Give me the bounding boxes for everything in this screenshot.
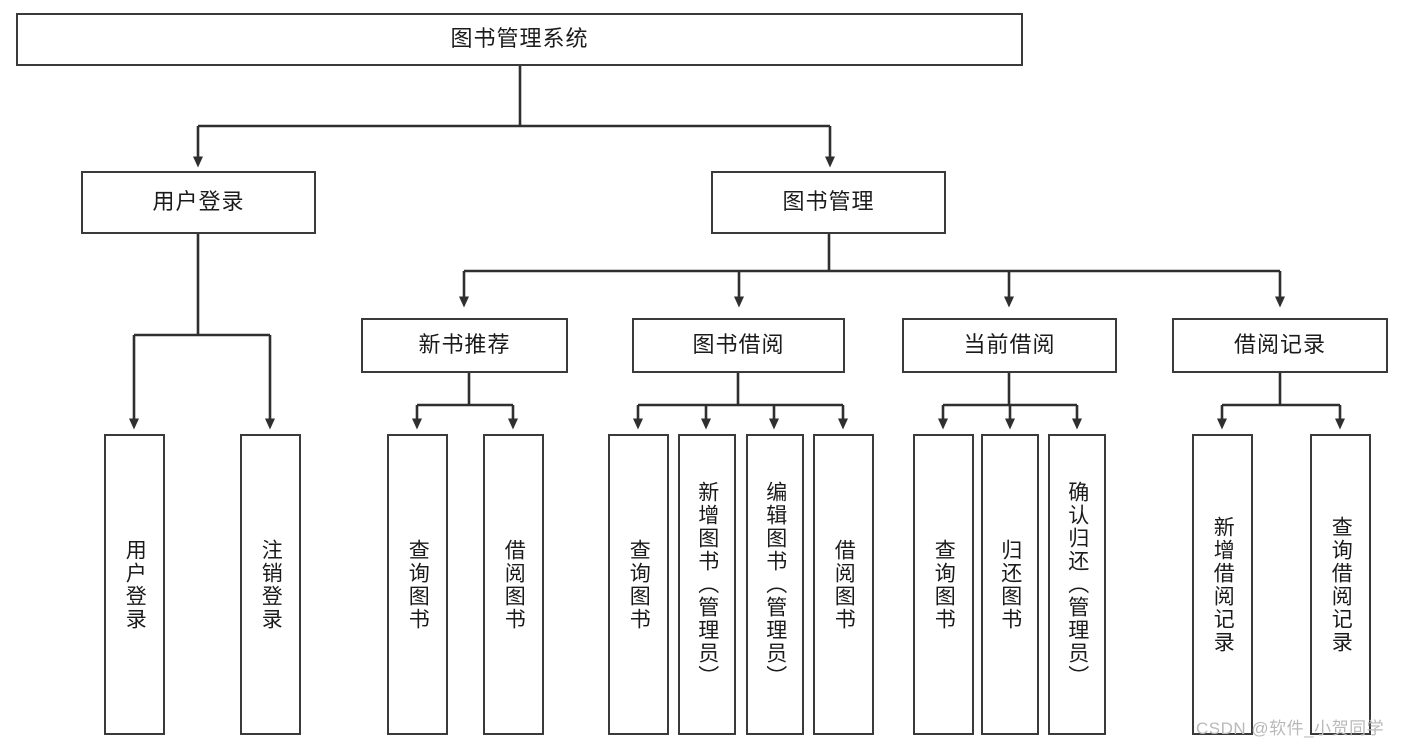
- leaf-user-login-login[interactable]: 用户登录: [104, 434, 165, 735]
- leaf-label: 借阅图书: [832, 538, 856, 631]
- leaf-label: 查询图书: [627, 538, 651, 631]
- node-borrow-record[interactable]: 借阅记录: [1172, 318, 1388, 373]
- leaf-book-borrow-edit-book-admin[interactable]: 编辑图书（管理员）: [746, 434, 804, 735]
- leaf-label: 新增借阅记录: [1211, 515, 1235, 654]
- leaf-current-borrow-confirm-return-admin[interactable]: 确认归还（管理员）: [1048, 434, 1106, 735]
- csdn-watermark: CSDN @软件_小贺同学: [1196, 719, 1385, 738]
- leaf-label: 归还图书: [998, 538, 1022, 631]
- leaf-current-borrow-return-book[interactable]: 归还图书: [981, 434, 1039, 735]
- leaf-label: 新增图书（管理员）: [695, 481, 719, 688]
- leaf-label: 用户登录: [123, 538, 147, 631]
- leaf-borrow-record-add-record[interactable]: 新增借阅记录: [1192, 434, 1253, 735]
- node-root-system[interactable]: 图书管理系统: [16, 13, 1023, 66]
- leaf-label: 查询借阅记录: [1329, 515, 1353, 654]
- leaf-label: 编辑图书（管理员）: [763, 481, 787, 688]
- leaf-label: 注销登录: [259, 538, 283, 631]
- leaf-borrow-record-query-record[interactable]: 查询借阅记录: [1310, 434, 1371, 735]
- leaf-label: 查询图书: [406, 538, 430, 631]
- leaf-label: 查询图书: [932, 538, 956, 631]
- leaf-user-login-logout[interactable]: 注销登录: [240, 434, 301, 735]
- leaf-book-borrow-add-book-admin[interactable]: 新增图书（管理员）: [678, 434, 736, 735]
- leaf-label: 确认归还（管理员）: [1065, 481, 1089, 688]
- node-current-borrow[interactable]: 当前借阅: [902, 318, 1117, 373]
- node-book-management[interactable]: 图书管理: [711, 171, 946, 234]
- leaf-new-book-query-book[interactable]: 查询图书: [387, 434, 448, 735]
- leaf-book-borrow-borrow-book[interactable]: 借阅图书: [813, 434, 874, 735]
- leaf-current-borrow-query-book[interactable]: 查询图书: [913, 434, 974, 735]
- leaf-label: 借阅图书: [502, 538, 526, 631]
- node-book-borrow[interactable]: 图书借阅: [632, 318, 845, 373]
- node-user-login[interactable]: 用户登录: [81, 171, 316, 234]
- leaf-book-borrow-query-book[interactable]: 查询图书: [608, 434, 669, 735]
- leaf-new-book-borrow-book[interactable]: 借阅图书: [483, 434, 544, 735]
- node-new-book-recommend[interactable]: 新书推荐: [361, 318, 568, 373]
